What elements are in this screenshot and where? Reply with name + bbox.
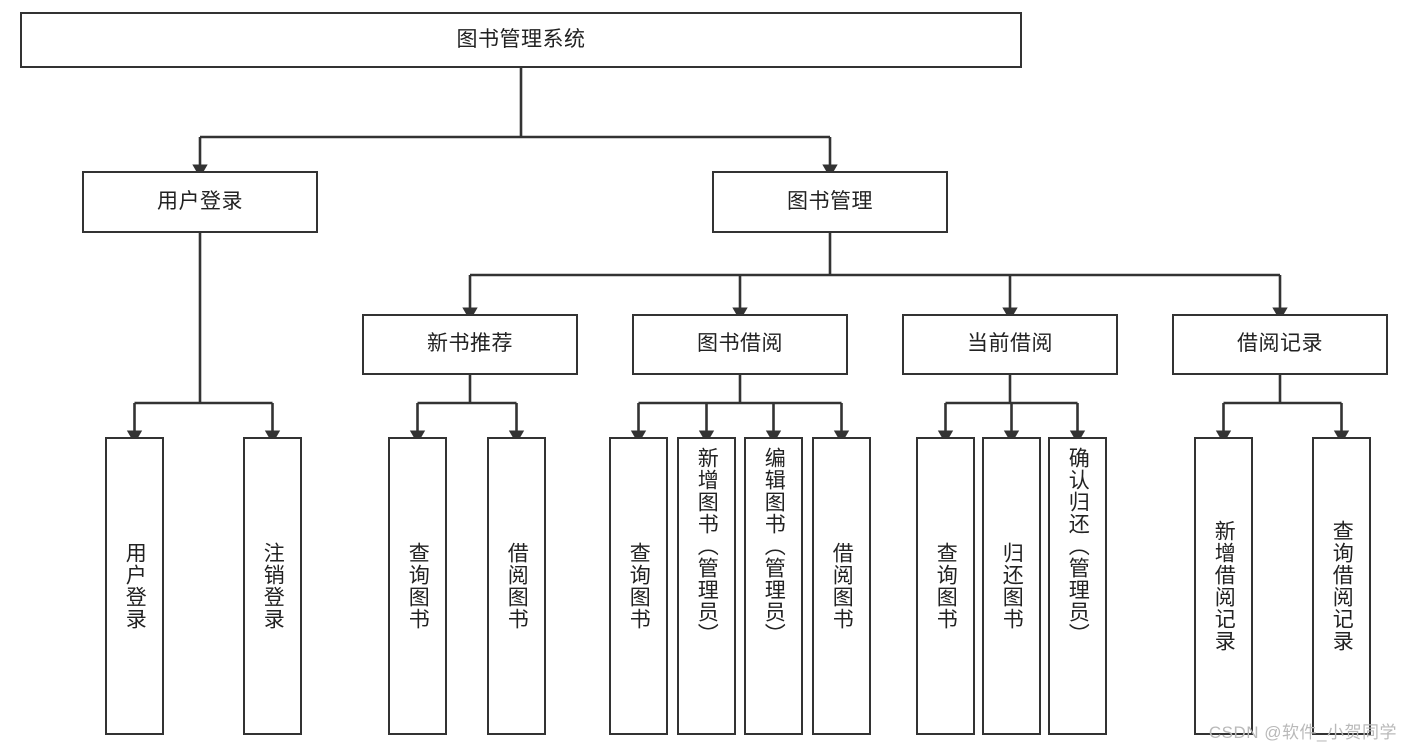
- node-label: 查询图书: [627, 542, 651, 630]
- node-label: 注销登录: [261, 542, 285, 630]
- node-label: 当前借阅: [967, 332, 1053, 356]
- node-leaf-user-login[interactable]: 用户登录: [105, 437, 164, 735]
- node-leaf-add-book-admin[interactable]: 新增图书（管理员）: [677, 437, 736, 735]
- node-borrow-records[interactable]: 借阅记录: [1172, 314, 1388, 375]
- node-leaf-user-logout[interactable]: 注销登录: [243, 437, 302, 735]
- node-book-management[interactable]: 图书管理: [712, 171, 948, 233]
- node-user-login[interactable]: 用户登录: [82, 171, 318, 233]
- node-label: 查询图书: [406, 542, 430, 630]
- node-label: 借阅图书: [505, 542, 529, 630]
- watermark: CSDN @软件_小贺同学: [1208, 723, 1397, 742]
- node-label: 用户登录: [157, 189, 243, 213]
- node-leaf-confirm-return-admin[interactable]: 确认归还（管理员）: [1048, 437, 1107, 735]
- node-label: 借阅记录: [1237, 332, 1323, 356]
- node-label: 新增图书（管理员）: [695, 447, 719, 645]
- node-book-borrow[interactable]: 图书借阅: [632, 314, 848, 375]
- node-leaf-query-book-3[interactable]: 查询图书: [916, 437, 975, 735]
- node-leaf-query-borrow-record[interactable]: 查询借阅记录: [1312, 437, 1371, 735]
- node-root[interactable]: 图书管理系统: [20, 12, 1022, 68]
- node-leaf-query-book-2[interactable]: 查询图书: [609, 437, 668, 735]
- node-new-book-recommend[interactable]: 新书推荐: [362, 314, 578, 375]
- node-label: 新增借阅记录: [1212, 520, 1236, 652]
- node-label: 图书管理系统: [456, 27, 586, 51]
- node-leaf-query-book-1[interactable]: 查询图书: [388, 437, 447, 735]
- node-leaf-borrow-book-1[interactable]: 借阅图书: [487, 437, 546, 735]
- node-leaf-return-book[interactable]: 归还图书: [982, 437, 1041, 735]
- node-label: 新书推荐: [427, 332, 513, 356]
- node-label: 归还图书: [1000, 542, 1024, 630]
- node-leaf-add-borrow-record[interactable]: 新增借阅记录: [1194, 437, 1253, 735]
- node-label: 图书管理: [787, 189, 873, 213]
- node-label: 图书借阅: [697, 332, 783, 356]
- node-current-borrow[interactable]: 当前借阅: [902, 314, 1118, 375]
- node-label: 用户登录: [123, 542, 147, 630]
- node-label: 编辑图书（管理员）: [762, 447, 786, 645]
- node-label: 确认归还（管理员）: [1066, 447, 1090, 645]
- node-label: 借阅图书: [830, 542, 854, 630]
- node-leaf-edit-book-admin[interactable]: 编辑图书（管理员）: [744, 437, 803, 735]
- node-leaf-borrow-book-2[interactable]: 借阅图书: [812, 437, 871, 735]
- node-label: 查询借阅记录: [1330, 520, 1354, 652]
- node-label: 查询图书: [934, 542, 958, 630]
